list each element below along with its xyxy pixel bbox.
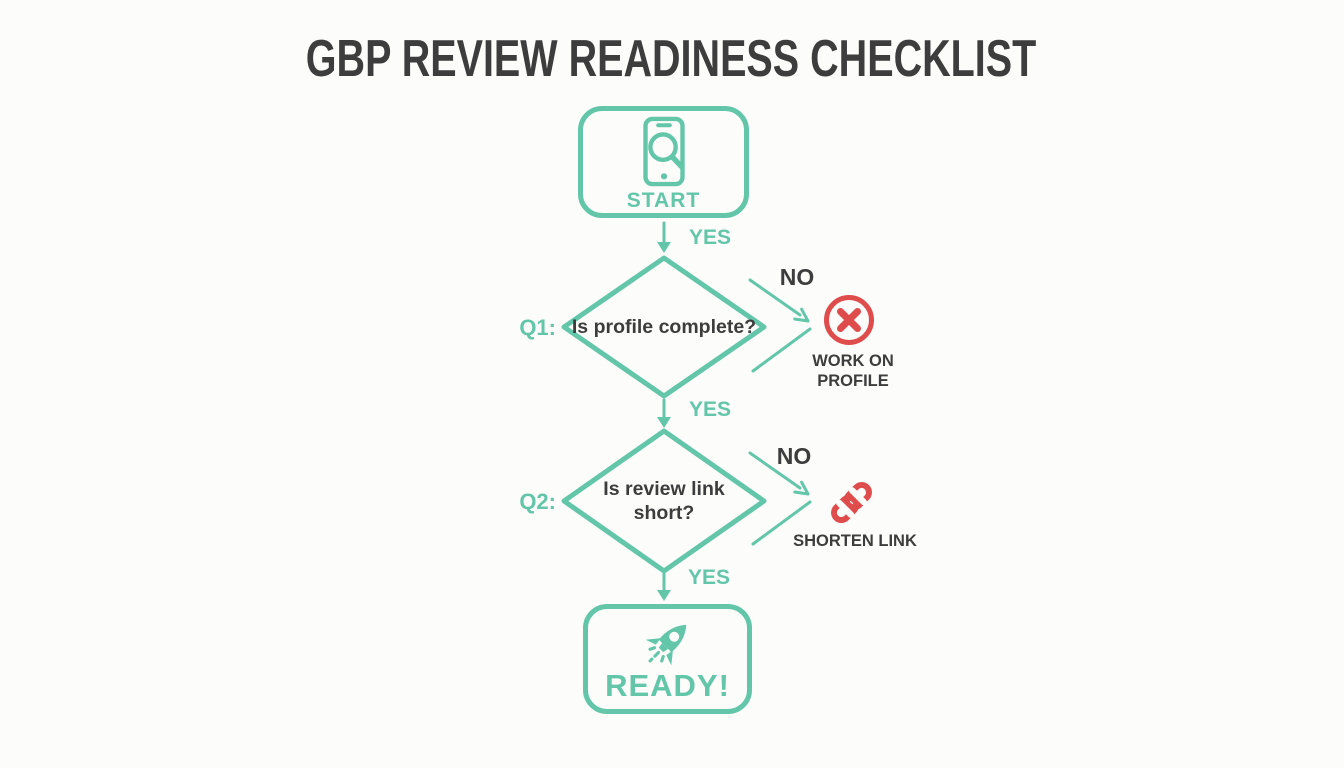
- q2-id-label: Q2:: [519, 489, 556, 514]
- edge-label-start-yes: YES: [689, 226, 732, 249]
- q1-id-label: Q1:: [519, 315, 556, 340]
- arrow-q1-to-q2: [657, 398, 671, 428]
- page-title: GBP REVIEW READINESS CHECKLIST: [305, 30, 1037, 88]
- edge-label-q2-no: NO: [776, 443, 812, 469]
- ready-label: READY!: [605, 668, 730, 703]
- q2-question: Is review link short?: [603, 477, 725, 524]
- edge-label-q2-yes: YES: [688, 566, 731, 589]
- phone-search-icon: [642, 116, 685, 186]
- arrow-q2-to-ready: [657, 572, 671, 601]
- arrow-q2-no: [748, 451, 812, 546]
- work-on-profile-label: WORK ON PROFILE: [812, 352, 894, 391]
- q1-question: Is profile complete?: [571, 315, 757, 338]
- edge-label-q1-no: NO: [779, 264, 815, 290]
- q1-diamond-shape: [561, 255, 767, 399]
- rocket-icon: [645, 624, 686, 666]
- x-circle-icon: [823, 294, 875, 346]
- edge-label-q1-yes: YES: [689, 398, 732, 421]
- start-label: START: [626, 188, 701, 212]
- arrow-start-to-q1: [657, 221, 671, 253]
- ready-node: READY!: [583, 604, 752, 714]
- q2-diamond-shape: [561, 428, 767, 574]
- shorten-link-label: SHORTEN LINK: [793, 532, 917, 550]
- broken-link-icon: [828, 479, 875, 526]
- start-node: START: [578, 106, 749, 218]
- arrow-q1-no: [748, 278, 812, 373]
